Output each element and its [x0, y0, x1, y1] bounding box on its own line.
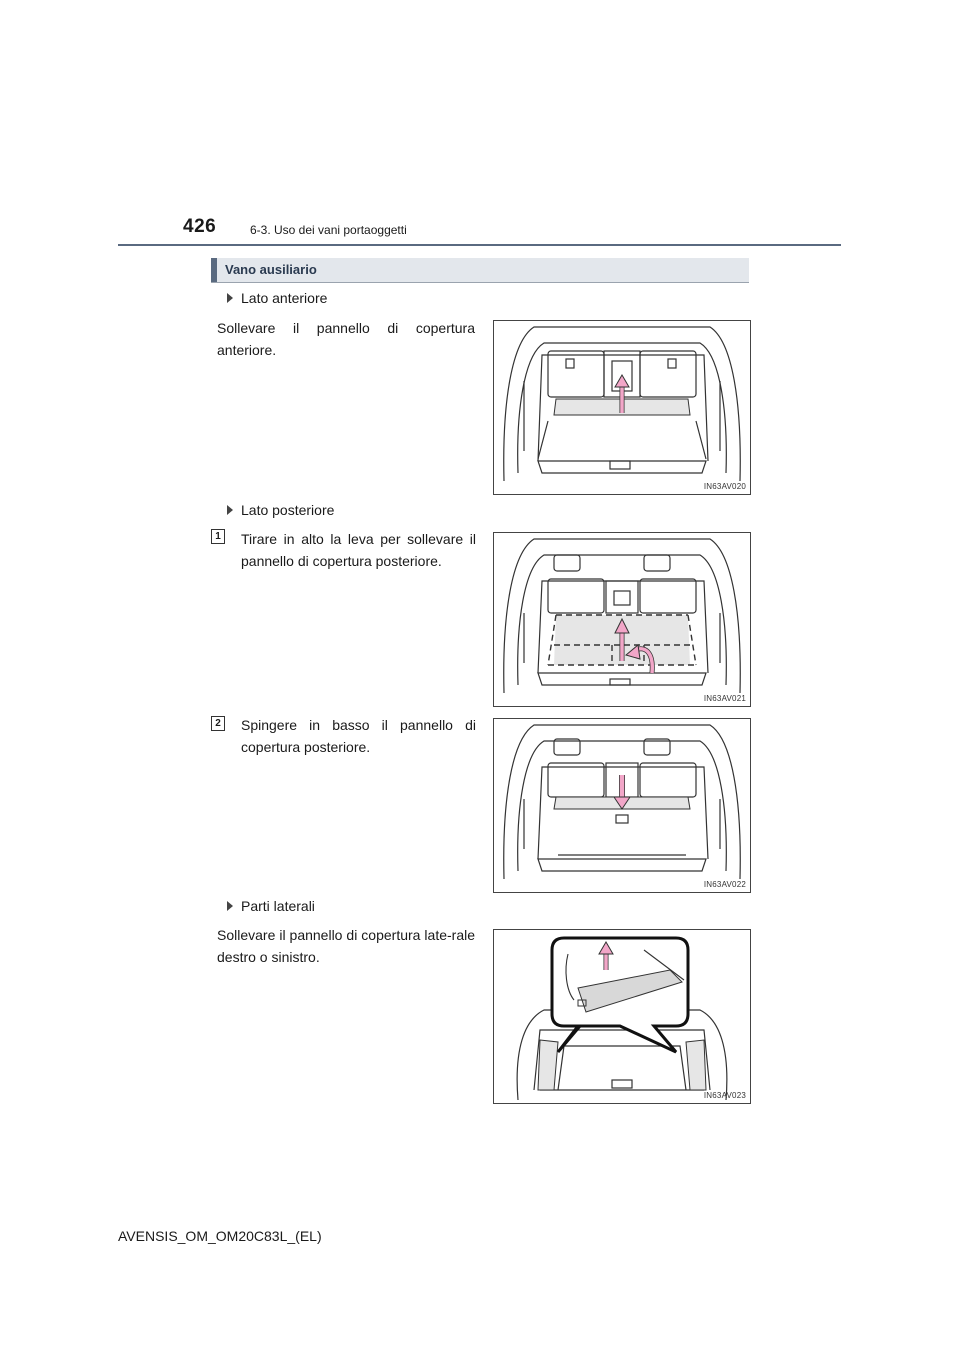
bullet-front-side: Lato anteriore	[227, 290, 327, 306]
figure-side-cover: IN63AV023	[493, 929, 751, 1104]
instruction-side: Sollevare il pannello di copertura late-…	[217, 927, 475, 965]
section-heading-bar: Vano ausiliario	[211, 258, 749, 283]
trunk-illustration-side	[516, 936, 728, 1101]
section-heading-accent	[211, 258, 217, 282]
document-footer: AVENSIS_OM_OM20C83L_(EL)	[118, 1228, 322, 1244]
trunk-illustration-front	[503, 326, 741, 482]
figure-code: IN63AV021	[703, 694, 746, 703]
header-rule	[118, 244, 841, 246]
instruction-front: Sollevare il pannello di copertura anter…	[217, 320, 475, 358]
figure-code: IN63AV020	[703, 482, 746, 491]
figure-front-cover: IN63AV020	[493, 320, 751, 495]
triangle-bullet-icon	[227, 293, 233, 303]
section-heading: Vano ausiliario	[225, 262, 317, 277]
step-number-2: 2	[211, 716, 225, 731]
trunk-illustration-push	[503, 724, 741, 880]
triangle-bullet-icon	[227, 505, 233, 515]
figure-rear-cover-lift: IN63AV021	[493, 532, 751, 707]
bullet-side-parts: Parti laterali	[227, 898, 315, 914]
instruction-step-1: Tirare in alto la leva per sollevare il …	[241, 531, 476, 569]
step-number-1: 1	[211, 529, 225, 544]
trunk-illustration-lever	[503, 538, 741, 694]
page-number: 426	[183, 216, 217, 237]
instruction-step-2: Spingere in basso il pannello di copertu…	[241, 717, 476, 755]
figure-code: IN63AV022	[703, 880, 746, 889]
bullet-rear-side: Lato posteriore	[227, 502, 334, 518]
triangle-bullet-icon	[227, 901, 233, 911]
section-title: 6-3. Uso dei vani portaoggetti	[250, 223, 407, 237]
figure-rear-cover-push: IN63AV022	[493, 718, 751, 893]
figure-code: IN63AV023	[703, 1091, 746, 1100]
